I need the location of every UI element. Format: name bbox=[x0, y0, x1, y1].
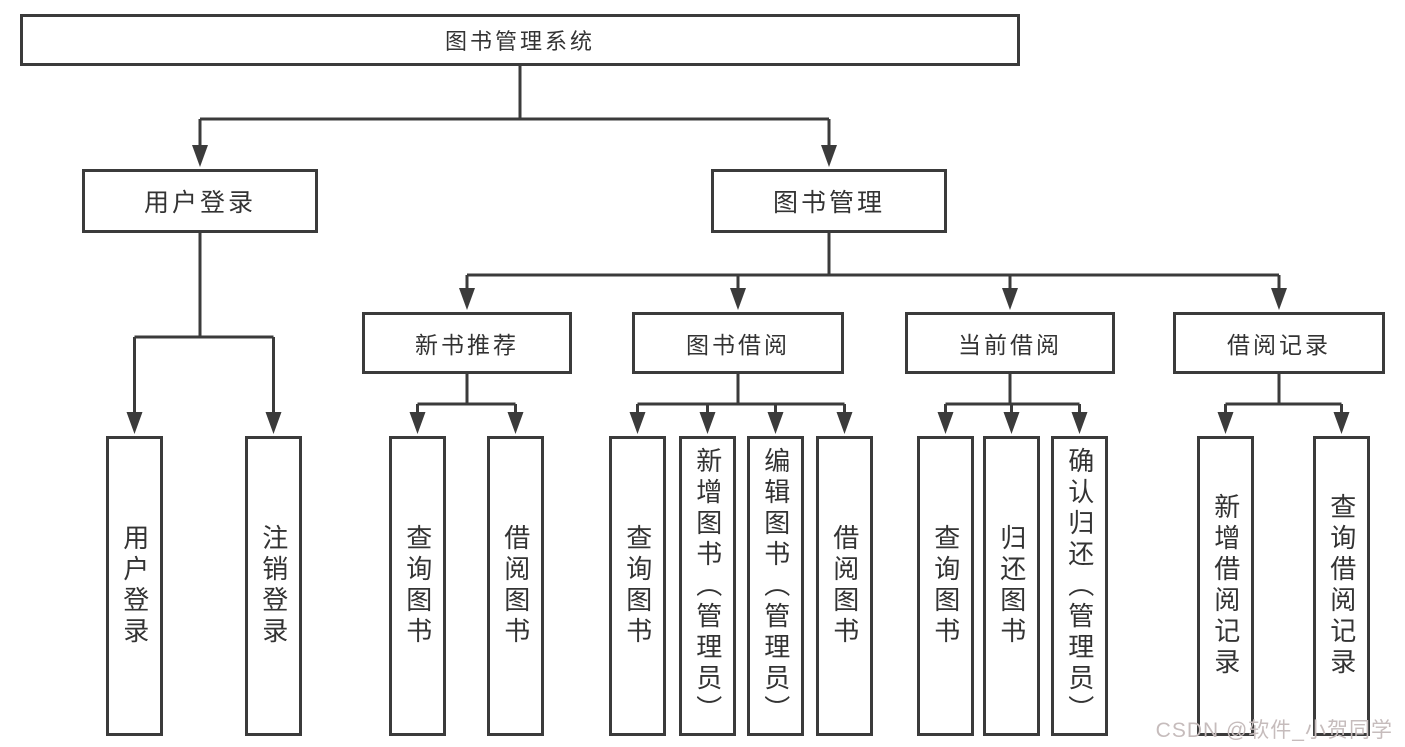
leaf-borrow-books-rec: 借阅图书 bbox=[487, 436, 544, 736]
node-label: 新增借阅记录 bbox=[1210, 493, 1241, 679]
node-label: 查询图书 bbox=[402, 524, 433, 648]
leaf-query-books-rec: 查询图书 bbox=[389, 436, 446, 736]
leaf-query-borrow-record: 查询借阅记录 bbox=[1313, 436, 1370, 736]
leaf-logout: 注销登录 bbox=[245, 436, 302, 736]
node-label: 当前借阅 bbox=[958, 332, 1062, 358]
node-book-borrow: 图书借阅 bbox=[632, 312, 844, 374]
leaf-add-books-admin: 新增图书（管理员） bbox=[679, 436, 736, 736]
connector-root-to-level2 bbox=[192, 66, 837, 167]
leaf-query-books-borrow: 查询图书 bbox=[609, 436, 666, 736]
node-label: 新增图书（管理员） bbox=[692, 446, 723, 726]
node-label: 确认归还（管理员） bbox=[1064, 446, 1095, 726]
csdn-watermark: CSDN @软件_小贺同学 bbox=[1155, 719, 1393, 742]
node-label: 借阅图书 bbox=[500, 524, 531, 648]
leaf-confirm-return-admin: 确认归还（管理员） bbox=[1051, 436, 1108, 736]
node-current-borrow: 当前借阅 bbox=[905, 312, 1115, 374]
connector-book-borrow-to-leaves bbox=[629, 374, 853, 434]
leaf-return-books: 归还图书 bbox=[983, 436, 1040, 736]
node-borrow-records: 借阅记录 bbox=[1173, 312, 1385, 374]
node-book-mgmt: 图书管理 bbox=[711, 169, 947, 233]
leaf-edit-books-admin: 编辑图书（管理员） bbox=[747, 436, 804, 736]
connector-book-mgmt-to-level3 bbox=[459, 233, 1287, 310]
connector-borrow-records-to-leaves bbox=[1217, 374, 1350, 434]
node-user-login: 用户登录 bbox=[82, 169, 318, 233]
node-root: 图书管理系统 bbox=[20, 14, 1020, 66]
connector-new-book-rec-to-leaves bbox=[409, 374, 524, 434]
node-label: 编辑图书（管理员） bbox=[760, 446, 791, 726]
node-label: 用户登录 bbox=[119, 524, 150, 648]
connector-current-borrow-to-leaves bbox=[937, 374, 1088, 434]
node-label: 用户登录 bbox=[143, 189, 256, 217]
node-label: 注销登录 bbox=[258, 524, 289, 648]
node-label: 查询借阅记录 bbox=[1326, 493, 1357, 679]
leaf-add-borrow-record: 新增借阅记录 bbox=[1197, 436, 1254, 736]
leaf-query-books-current: 查询图书 bbox=[917, 436, 974, 736]
node-label: 图书管理系统 bbox=[444, 29, 595, 54]
node-label: 借阅图书 bbox=[829, 524, 860, 648]
node-label: 图书管理 bbox=[772, 189, 885, 217]
leaf-borrow-books: 借阅图书 bbox=[816, 436, 873, 736]
node-label: 图书借阅 bbox=[686, 332, 790, 358]
node-label: 借阅记录 bbox=[1227, 332, 1331, 358]
node-new-book-rec: 新书推荐 bbox=[362, 312, 572, 374]
node-label: 查询图书 bbox=[622, 524, 653, 648]
leaf-user-login: 用户登录 bbox=[106, 436, 163, 736]
node-label: 查询图书 bbox=[930, 524, 961, 648]
node-label: 归还图书 bbox=[996, 524, 1027, 648]
connector-user-login-to-leaves bbox=[126, 233, 282, 434]
node-label: 新书推荐 bbox=[415, 332, 519, 358]
